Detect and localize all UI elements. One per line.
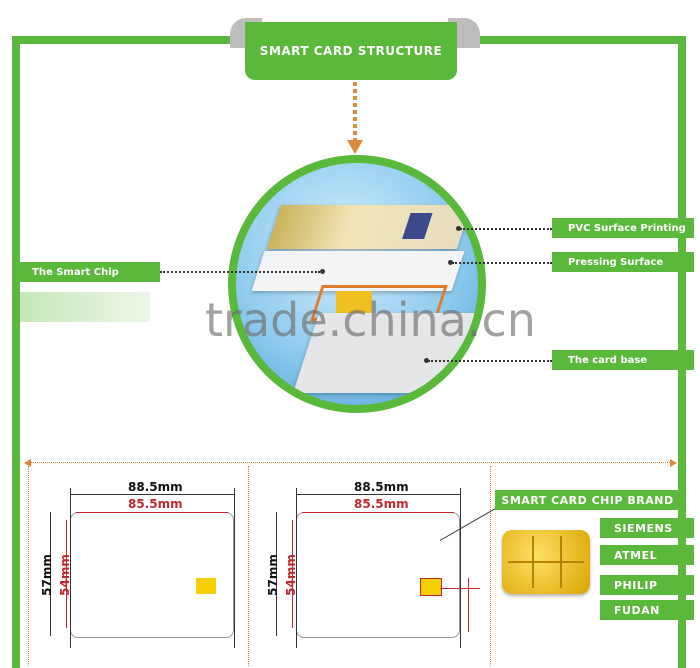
- card1-inner-width: 85.5mm: [128, 497, 183, 511]
- chip-position-dim: [468, 578, 469, 632]
- section-separator: [28, 466, 29, 666]
- page-title: SMART CARD STRUCTURE: [259, 44, 443, 58]
- dim-tick: [296, 488, 297, 648]
- leader-line-base: [428, 360, 552, 362]
- brand-label: FUDAN: [614, 603, 660, 617]
- card1-chip-icon: [196, 578, 216, 594]
- dim-tick: [234, 488, 235, 648]
- divider-arrow-left-icon: [24, 459, 31, 467]
- dim-line-inner-width: [302, 512, 454, 513]
- brand-header-text: SMART CARD CHIP BRAND: [501, 493, 674, 507]
- card-photo: [402, 213, 433, 239]
- card1-outer-height: 57mm: [39, 554, 54, 596]
- card-layers-illustration: [236, 163, 478, 405]
- brand-item-siemens: SIEMENS: [600, 518, 694, 538]
- card2-inner-height: 54mm: [283, 554, 298, 596]
- card2-outer-height: 57mm: [265, 554, 280, 596]
- dim-tick: [460, 488, 461, 648]
- section-separator: [490, 466, 491, 666]
- card2-inner-width: 85.5mm: [354, 497, 409, 511]
- title-arrow-stem: [353, 82, 357, 152]
- divider-arrow-right-icon: [670, 459, 677, 467]
- leader-dot: [448, 260, 453, 265]
- dim-tick: [70, 488, 71, 648]
- leader-dot: [424, 358, 429, 363]
- frame-left-border: [12, 36, 20, 668]
- card2-chip-contact-icon: [420, 578, 442, 596]
- chip-brand-header: SMART CARD CHIP BRAND: [495, 490, 680, 510]
- label-text: PVC Surface Printing: [568, 222, 686, 234]
- card-layers-circle: [228, 155, 486, 413]
- label-text: The Smart Chip: [32, 266, 119, 278]
- chip-gold-icon: [336, 291, 372, 317]
- card-outline-2: [296, 512, 460, 638]
- card-outline-1: [70, 512, 234, 638]
- label-text: The card base: [568, 354, 648, 366]
- card1-inner-height: 54mm: [57, 554, 72, 596]
- brand-label: PHILIP: [614, 578, 658, 592]
- dim-line-inner-height: [66, 520, 67, 628]
- brand-item-philip: PHILIP: [600, 575, 694, 595]
- card1-outer-width: 88.5mm: [128, 480, 183, 494]
- brand-item-atmel: ATMEL: [600, 545, 694, 565]
- card2-outer-width: 88.5mm: [354, 480, 409, 494]
- title-banner: SMART CARD STRUCTURE: [245, 22, 457, 80]
- label-pressing-surface: Pressing Surface: [552, 252, 694, 272]
- leader-line-pressing: [452, 262, 552, 264]
- dim-line-outer-height: [50, 512, 51, 636]
- label-card-base: The card base: [552, 350, 694, 370]
- dim-line-inner-width: [76, 512, 228, 513]
- leader-dot: [456, 226, 461, 231]
- smart-chip-icon: [502, 530, 590, 594]
- decorative-band: [20, 292, 150, 322]
- section-separator: [248, 466, 249, 666]
- chip-position-dim: [440, 588, 480, 589]
- dim-line-outer-width: [296, 494, 460, 495]
- dim-line-outer-height: [276, 512, 277, 636]
- brand-label: ATMEL: [614, 548, 658, 562]
- leader-dot: [320, 269, 325, 274]
- dim-line-inner-height: [292, 520, 293, 628]
- leader-line-chip: [160, 271, 320, 273]
- watermark: trade.china.cn: [205, 293, 536, 347]
- brand-label: SIEMENS: [614, 521, 673, 535]
- dim-line-outer-width: [70, 494, 234, 495]
- label-pvc-surface-printing: PVC Surface Printing: [552, 218, 694, 238]
- title-arrow-head: [347, 140, 363, 154]
- pvc-print-layer: [266, 205, 472, 249]
- label-smart-chip: The Smart Chip: [20, 262, 160, 282]
- label-text: Pressing Surface: [568, 256, 664, 268]
- section-divider: [26, 462, 676, 463]
- chip-contact-line: [508, 561, 584, 563]
- leader-line-printing: [460, 228, 552, 230]
- brand-item-fudan: FUDAN: [600, 600, 694, 620]
